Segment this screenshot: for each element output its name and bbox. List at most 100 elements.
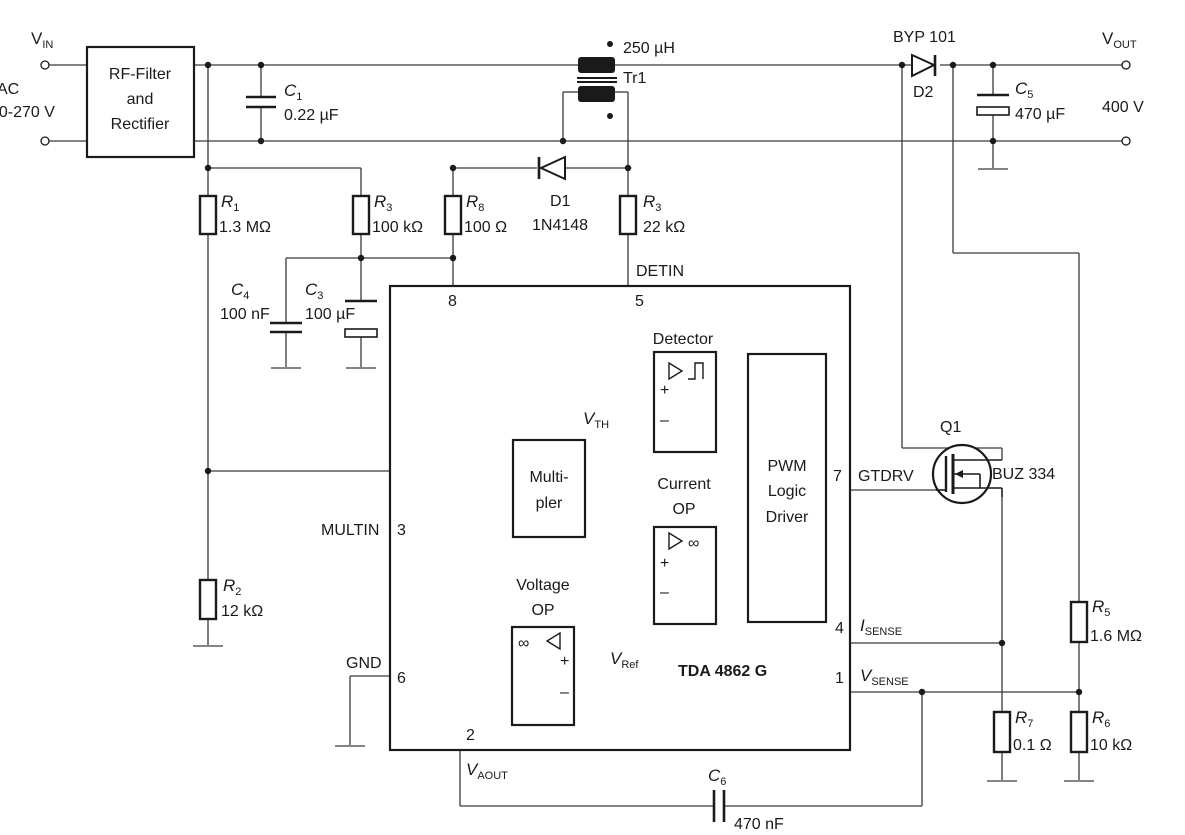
voltage-op-box bbox=[510, 625, 576, 727]
c4-value: 100 nF bbox=[220, 306, 270, 323]
pin-6: 6 bbox=[397, 670, 406, 687]
r3a-name: R3 bbox=[374, 192, 392, 214]
rf-filter-label-2: and bbox=[127, 91, 154, 108]
r2-value: 12 kΩ bbox=[221, 603, 263, 620]
r7-resistor bbox=[992, 710, 1012, 754]
pin-1: 1 bbox=[835, 670, 844, 687]
voltage-op-label-2: OP bbox=[531, 602, 554, 619]
voltage-op-plus: + bbox=[560, 653, 569, 670]
vsense-label: VSENSE bbox=[860, 666, 909, 688]
r6-resistor bbox=[1069, 710, 1089, 754]
detector-box bbox=[652, 350, 718, 454]
pin-4: 4 bbox=[835, 620, 844, 637]
pin-8: 8 bbox=[448, 293, 457, 310]
ac-line-label: AC bbox=[0, 81, 19, 98]
detin-label: DETIN bbox=[636, 263, 684, 280]
c4-capacitor bbox=[270, 321, 302, 334]
r3b-name: R3 bbox=[643, 192, 661, 214]
r8-resistor bbox=[443, 194, 463, 236]
c4-name: C4 bbox=[231, 280, 249, 302]
r1-value: 1.3 MΩ bbox=[219, 219, 271, 236]
vout-value: 400 V bbox=[1102, 99, 1144, 116]
tr1-transformer bbox=[577, 41, 617, 119]
voltage-op-infinity: ∞ bbox=[518, 635, 529, 652]
detector-label: Detector bbox=[653, 331, 714, 348]
c1-name: C1 bbox=[284, 81, 302, 103]
detector-symbol bbox=[668, 361, 704, 381]
r5-name: R5 bbox=[1092, 597, 1110, 619]
chip-name: TDA 4862 G bbox=[678, 663, 767, 680]
voltage-op-symbol bbox=[545, 631, 561, 651]
multiplier-box bbox=[511, 438, 587, 539]
detector-plus: + bbox=[660, 382, 669, 399]
r3b-resistor bbox=[618, 194, 638, 236]
voltage-op-label-1: Voltage bbox=[516, 577, 569, 594]
c5-value: 470 µF bbox=[1015, 106, 1065, 123]
d2-name: D2 bbox=[913, 84, 934, 101]
r7-name: R7 bbox=[1015, 708, 1033, 730]
current-op-box bbox=[652, 525, 718, 626]
q1-type: BUZ 334 bbox=[992, 466, 1055, 483]
vin-label: VIN bbox=[31, 29, 53, 51]
q1-mosfet bbox=[931, 443, 1003, 505]
r3a-resistor bbox=[351, 194, 371, 236]
pwm-label-3: Driver bbox=[766, 509, 809, 526]
current-op-label-1: Current bbox=[657, 476, 711, 493]
r3a-value: 100 kΩ bbox=[372, 219, 423, 236]
voltage-op-minus: – bbox=[560, 684, 569, 701]
multiplier-label-1: Multi- bbox=[529, 469, 568, 486]
c6-name: C6 bbox=[708, 766, 726, 788]
gtdrv-label: GTDRV bbox=[858, 468, 914, 485]
pin-5: 5 bbox=[635, 293, 644, 310]
multiplier-label-2: pler bbox=[536, 495, 563, 512]
c3-name: C3 bbox=[305, 280, 323, 302]
rf-filter-label-1: RF-Filter bbox=[109, 66, 172, 83]
tr1-value: 250 µH bbox=[623, 40, 675, 57]
pwm-label-1: PWM bbox=[767, 458, 806, 475]
c5-capacitor bbox=[976, 93, 1010, 116]
r7-value: 0.1 Ω bbox=[1013, 737, 1052, 754]
pwm-box bbox=[746, 352, 828, 624]
vth-label: VTH bbox=[583, 409, 609, 431]
vref-label: VRef bbox=[610, 649, 639, 671]
vout-label: VOUT bbox=[1102, 29, 1137, 51]
d1-name: D1 bbox=[550, 193, 571, 210]
c3-value: 100 µF bbox=[305, 306, 355, 323]
detector-minus: – bbox=[660, 412, 669, 429]
rf-filter-box bbox=[85, 45, 196, 159]
r1-name: R1 bbox=[221, 192, 239, 214]
pin-7: 7 bbox=[833, 468, 842, 485]
ac-range-label: 90-270 V bbox=[0, 104, 55, 121]
r5-resistor bbox=[1069, 600, 1089, 644]
pin-3: 3 bbox=[397, 522, 406, 539]
r2-resistor bbox=[198, 578, 218, 621]
c6-capacitor bbox=[712, 790, 726, 822]
r8-value: 100 Ω bbox=[464, 219, 507, 236]
pwm-label-2: Logic bbox=[768, 483, 806, 500]
r3b-value: 22 kΩ bbox=[643, 219, 685, 236]
q1-name: Q1 bbox=[940, 419, 961, 436]
r5-value: 1.6 MΩ bbox=[1090, 628, 1142, 645]
d1-diode bbox=[538, 155, 566, 181]
r1-resistor bbox=[198, 194, 218, 236]
c3-capacitor bbox=[344, 299, 378, 338]
r2-name: R2 bbox=[223, 576, 241, 598]
isense-label: ISENSE bbox=[860, 616, 902, 638]
c1-value: 0.22 µF bbox=[284, 107, 339, 124]
r6-name: R6 bbox=[1092, 708, 1110, 730]
d2-diode bbox=[911, 53, 937, 78]
current-op-plus: + bbox=[660, 555, 669, 572]
r8-name: R8 bbox=[466, 192, 484, 214]
pin-2: 2 bbox=[466, 727, 475, 744]
vaout-label: VAOUT bbox=[466, 760, 508, 782]
tr1-name: Tr1 bbox=[623, 70, 647, 87]
current-op-label-2: OP bbox=[672, 501, 695, 518]
r6-value: 10 kΩ bbox=[1090, 737, 1132, 754]
current-op-symbol bbox=[668, 531, 684, 551]
c6-value: 470 nF bbox=[734, 816, 784, 833]
current-op-minus: – bbox=[660, 584, 669, 601]
d1-type: 1N4148 bbox=[532, 217, 588, 234]
gnd-label: GND bbox=[346, 655, 382, 672]
c1-capacitor bbox=[246, 95, 276, 109]
